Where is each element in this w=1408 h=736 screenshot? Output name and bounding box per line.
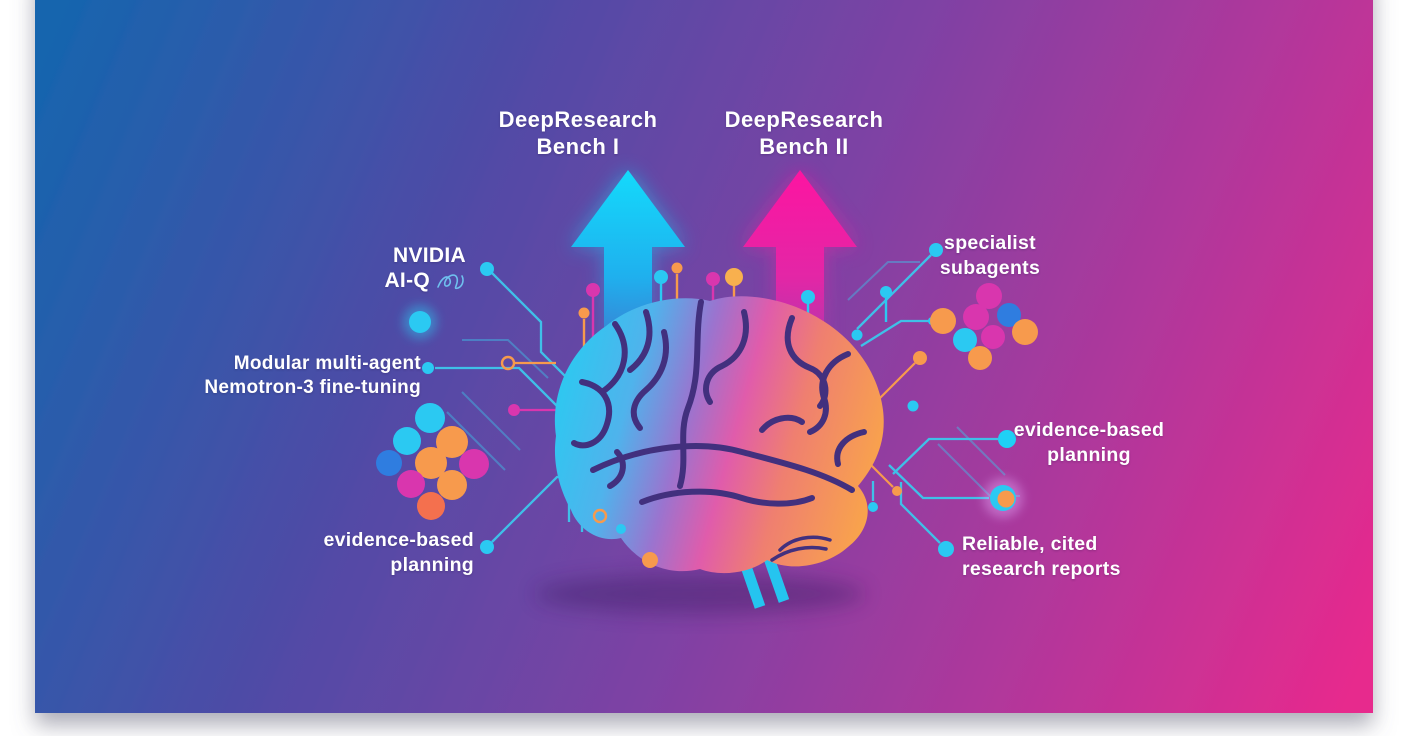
connector-dot bbox=[868, 502, 878, 512]
callout-evidence-left: evidence-based planning bbox=[323, 528, 474, 578]
scribble-icon bbox=[437, 273, 464, 289]
bench1-line1: DeepResearch bbox=[498, 107, 658, 132]
open-ring bbox=[500, 355, 516, 371]
callout-dots bbox=[422, 243, 1016, 557]
callout-nvidia-aiq: NVIDIA AI-Q bbox=[384, 243, 466, 293]
callout-evidence-right: evidence-based planning bbox=[1014, 418, 1165, 468]
cluster-dot bbox=[968, 346, 992, 370]
glow-accents bbox=[403, 305, 1023, 518]
reliable-line2: research reports bbox=[962, 558, 1121, 580]
glow-dot-left bbox=[409, 311, 431, 333]
cluster-dot bbox=[417, 492, 445, 520]
glow-dot-right-inner bbox=[997, 490, 1015, 508]
cluster-dot bbox=[436, 426, 468, 458]
nvidia-line1: NVIDIA bbox=[393, 244, 466, 267]
open-ring bbox=[592, 508, 608, 524]
stem-dot bbox=[671, 262, 683, 274]
evidence-right-dot bbox=[998, 430, 1016, 448]
specialist-line2: subagents bbox=[939, 257, 1041, 279]
bench1-line2: Bench I bbox=[536, 134, 620, 159]
cluster-dot bbox=[1012, 319, 1038, 345]
bench2-line2: Bench II bbox=[759, 134, 849, 159]
bench2-title: DeepResearch Bench II bbox=[725, 106, 884, 160]
callout-modular: Modular multi-agent Nemotron-3 fine-tuni… bbox=[204, 352, 421, 400]
cluster-dot bbox=[963, 304, 989, 330]
brain-ground-shadow bbox=[535, 574, 865, 614]
reliable-dot bbox=[938, 541, 954, 557]
cluster-dot bbox=[930, 308, 956, 334]
bench2-line1: DeepResearch bbox=[724, 107, 884, 132]
dot-cluster-right bbox=[930, 283, 1038, 370]
cluster-dot bbox=[393, 427, 421, 455]
cluster-dot bbox=[981, 325, 1005, 349]
connector-dot bbox=[913, 351, 927, 365]
cluster-dot bbox=[415, 447, 447, 479]
brain bbox=[554, 296, 884, 574]
cerebellum-folds bbox=[770, 535, 832, 562]
decorative-dots bbox=[500, 317, 936, 568]
evidence-left-line1: evidence-based bbox=[323, 529, 474, 551]
bench1-title: DeepResearch Bench I bbox=[499, 106, 658, 160]
modular-dot bbox=[422, 362, 434, 374]
connector-dot bbox=[508, 404, 520, 416]
modular-line1: Modular multi-agent bbox=[233, 353, 421, 374]
dot-cluster-left bbox=[376, 403, 489, 520]
cluster-dot bbox=[459, 449, 489, 479]
stem-dot bbox=[586, 283, 600, 297]
callout-specialist: specialist subagents bbox=[940, 231, 1040, 281]
nvidia-line2: AI-Q bbox=[384, 269, 430, 292]
connector-dot bbox=[642, 552, 658, 568]
nvidia-dot bbox=[480, 262, 494, 276]
bench2-arrow bbox=[743, 170, 857, 447]
stem-dot bbox=[578, 307, 590, 319]
evidence-left-dot bbox=[480, 540, 494, 554]
cluster-dot bbox=[953, 328, 977, 352]
connector-dot bbox=[851, 329, 863, 341]
modular-line2: Nemotron-3 fine-tuning bbox=[204, 377, 421, 398]
evidence-right-line1: evidence-based bbox=[1013, 419, 1165, 441]
brain-folds bbox=[571, 299, 867, 507]
cluster-dot bbox=[415, 403, 445, 433]
brain-top-stems bbox=[578, 262, 892, 352]
specialist-dot bbox=[929, 243, 943, 257]
connector-dot bbox=[907, 400, 919, 412]
stem-dot bbox=[725, 268, 743, 286]
cluster-dot bbox=[997, 303, 1021, 327]
reliable-line1: Reliable, cited bbox=[962, 533, 1098, 555]
cluster-dot bbox=[397, 470, 425, 498]
stem-dot bbox=[801, 290, 815, 304]
cluster-dot bbox=[437, 470, 467, 500]
stem-dot bbox=[654, 270, 668, 284]
connector-dot bbox=[616, 524, 626, 534]
cluster-dot bbox=[976, 283, 1002, 309]
evidence-right-line2: planning bbox=[1047, 444, 1131, 466]
cluster-dot bbox=[376, 450, 402, 476]
specialist-line1: specialist bbox=[944, 232, 1036, 254]
stem-dot bbox=[880, 286, 892, 298]
callout-reliable: Reliable, cited research reports bbox=[962, 532, 1121, 582]
connector-dot bbox=[892, 486, 902, 496]
bench1-arrow bbox=[571, 170, 685, 447]
stem-dot bbox=[706, 272, 720, 286]
evidence-left-line2: planning bbox=[390, 554, 474, 576]
